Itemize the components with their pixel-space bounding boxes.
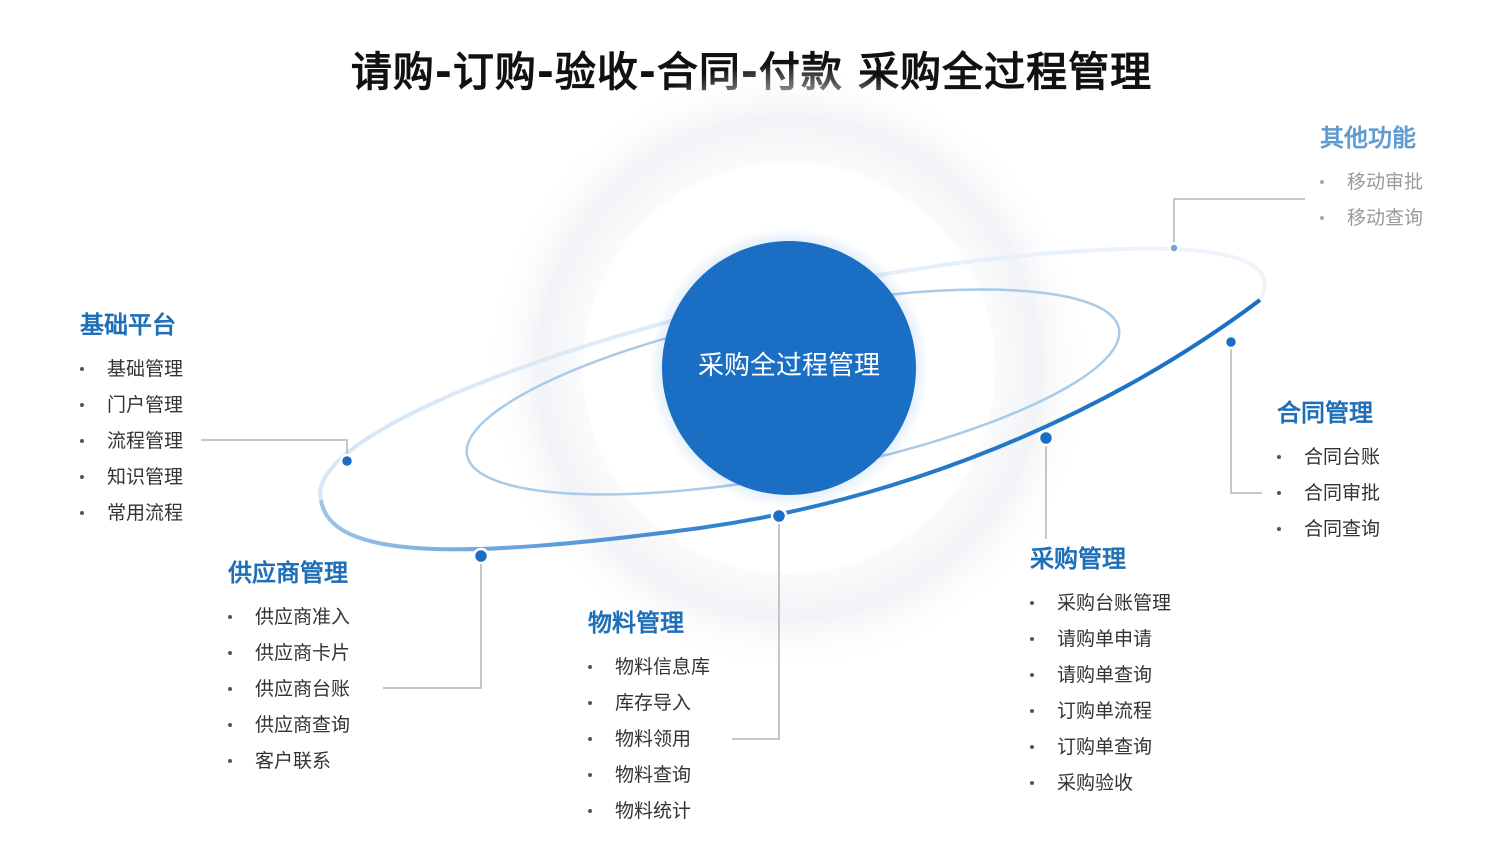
item-list: 供应商准入 供应商卡片 供应商台账 供应商查询 客户联系 <box>228 602 350 782</box>
orbit-nodes <box>339 242 1239 565</box>
list-item: 门户管理 <box>80 390 183 426</box>
group-title: 物料管理 <box>588 609 684 637</box>
list-item: 移动查询 <box>1320 203 1423 239</box>
list-item: 供应商查询 <box>228 710 350 746</box>
item-list: 物料信息库 库存导入 物料领用 物料查询 物料统计 <box>588 652 710 832</box>
node-gongying <box>472 547 490 565</box>
group-wuliao: 物料管理 物料信息库 库存导入 物料领用 物料查询 物料统计 <box>588 606 710 832</box>
item-list: 移动审批 移动查询 <box>1320 167 1423 239</box>
group-hetong: 合同管理 合同台账 合同审批 合同查询 <box>1277 396 1380 550</box>
list-item: 物料统计 <box>588 796 710 832</box>
list-item: 供应商台账 <box>228 674 350 710</box>
group-title: 供应商管理 <box>228 559 348 587</box>
connector-qita <box>1173 198 1305 248</box>
core-circle <box>662 241 916 495</box>
group-jichu: 基础平台 基础管理 门户管理 流程管理 知识管理 常用流程 <box>80 308 183 534</box>
list-item: 供应商卡片 <box>228 638 350 674</box>
node-jichu <box>339 453 355 469</box>
group-title: 基础平台 <box>80 311 176 339</box>
list-item: 物料信息库 <box>588 652 710 688</box>
outer-orbit-front <box>319 298 1262 552</box>
connector-hetong <box>1230 342 1262 494</box>
node-hetong <box>1223 334 1239 350</box>
item-list: 合同台账 合同审批 合同查询 <box>1277 442 1380 550</box>
group-title: 采购管理 <box>1030 545 1126 573</box>
list-item: 库存导入 <box>588 688 710 724</box>
node-caigou <box>1037 429 1055 447</box>
group-title: 合同管理 <box>1277 399 1373 427</box>
list-item: 客户联系 <box>228 746 350 782</box>
list-item: 合同审批 <box>1277 478 1380 514</box>
group-caigou: 采购管理 采购台账管理 请购单申请 请购单查询 订购单流程 订购单查询 采购验收 <box>1030 542 1171 804</box>
list-item: 物料查询 <box>588 760 710 796</box>
connector-gongying <box>383 556 482 689</box>
list-item: 供应商准入 <box>228 602 350 638</box>
list-item: 移动审批 <box>1320 167 1423 203</box>
connector-wuliao <box>732 516 780 740</box>
item-list: 基础管理 门户管理 流程管理 知识管理 常用流程 <box>80 354 183 534</box>
group-gongying: 供应商管理 供应商准入 供应商卡片 供应商台账 供应商查询 客户联系 <box>228 556 350 782</box>
list-item: 物料领用 <box>588 724 710 760</box>
node-wuliao <box>770 507 788 525</box>
center-label: 采购全过程管理 <box>697 351 880 381</box>
connector-jichu <box>201 439 348 461</box>
list-item: 采购台账管理 <box>1030 588 1171 624</box>
list-item: 订购单流程 <box>1030 696 1171 732</box>
group-title: 其他功能 <box>1320 124 1416 152</box>
node-qita <box>1168 242 1180 254</box>
list-item: 请购单查询 <box>1030 660 1171 696</box>
list-item: 合同台账 <box>1277 442 1380 478</box>
list-item: 流程管理 <box>80 426 183 462</box>
group-qita: 其他功能 移动审批 移动查询 <box>1320 121 1423 239</box>
list-item: 合同查询 <box>1277 514 1380 550</box>
list-item: 请购单申请 <box>1030 624 1171 660</box>
list-item: 采购验收 <box>1030 768 1171 804</box>
item-list: 采购台账管理 请购单申请 请购单查询 订购单流程 订购单查询 采购验收 <box>1030 588 1171 804</box>
list-item: 订购单查询 <box>1030 732 1171 768</box>
list-item: 基础管理 <box>80 354 183 390</box>
list-item: 知识管理 <box>80 462 183 498</box>
list-item: 常用流程 <box>80 498 183 534</box>
